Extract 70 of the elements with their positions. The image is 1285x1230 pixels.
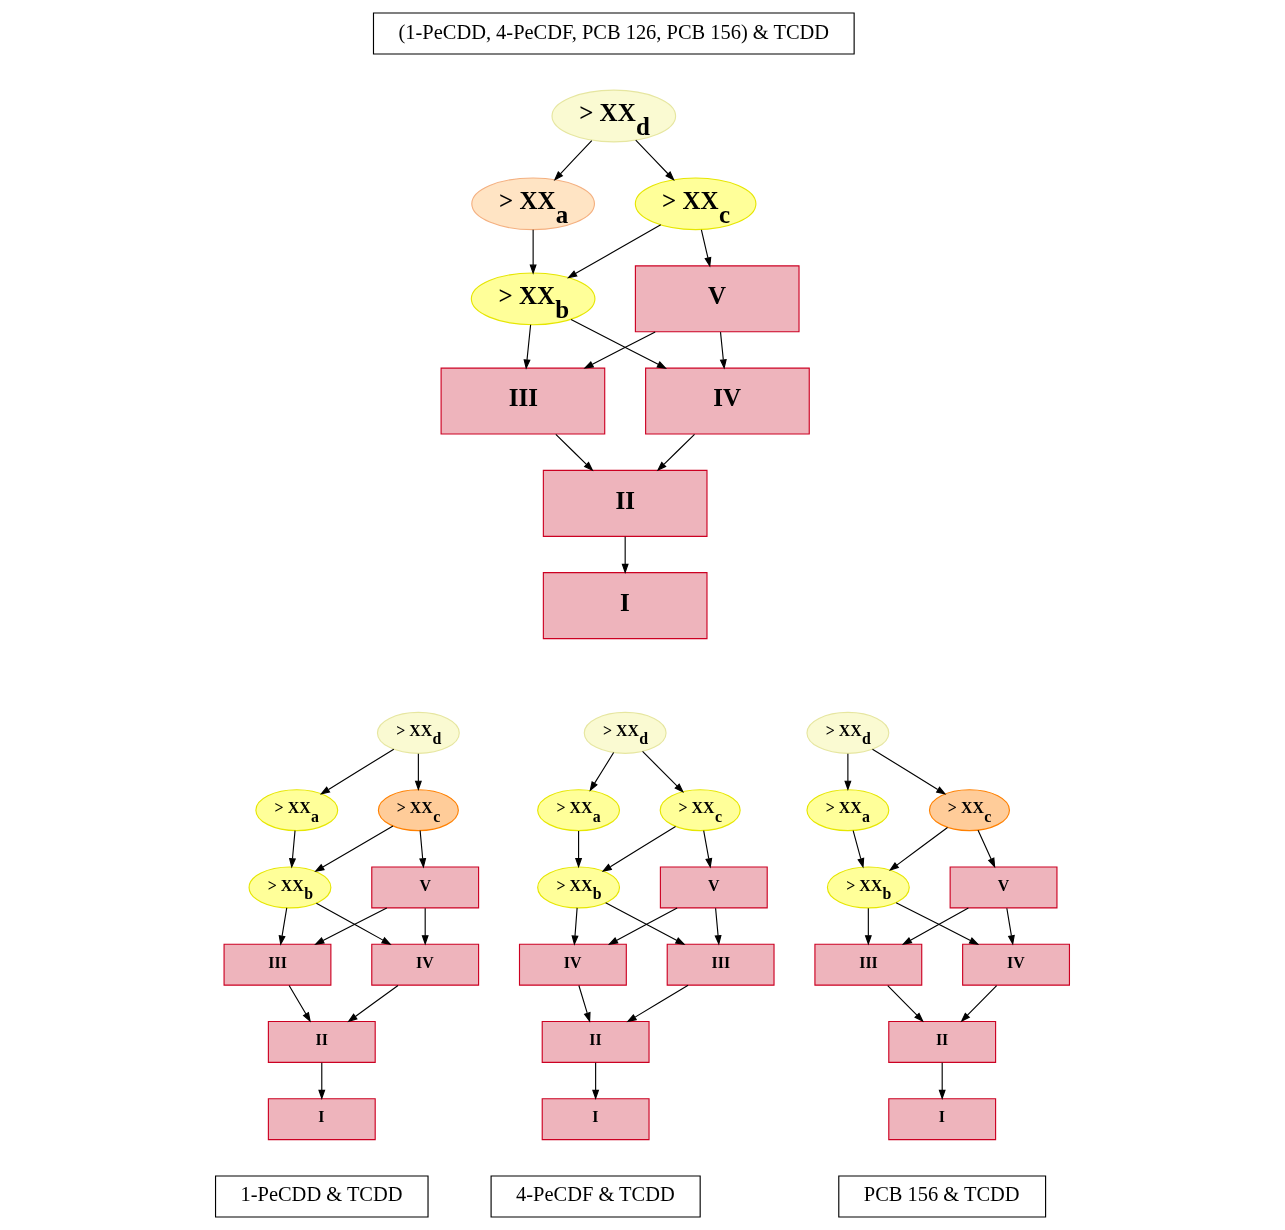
node-box: III [666,943,775,986]
node-box: IV [518,943,627,986]
arrow [621,536,629,575]
arrow [605,902,686,946]
arrow [314,825,394,873]
arrow [288,830,297,869]
arrow [347,984,399,1023]
node-box: IV [645,367,810,435]
arrow [578,984,591,1023]
arrow [278,907,288,946]
arrow [656,433,696,472]
arrow [567,224,662,279]
arrow [844,753,852,791]
arrow [553,139,593,181]
arrow [419,830,427,869]
arrow [901,907,969,945]
arrow [607,907,678,945]
node-box: V [634,265,800,333]
arrow [570,318,668,369]
arrow [288,984,311,1023]
node-box: III [440,367,606,435]
node-box: I [542,572,708,640]
arrow [888,827,949,872]
arrow [719,331,727,370]
arrow [703,830,713,869]
arrow [529,229,537,275]
node-box: PCB 156 & TCDD [838,1175,1047,1218]
arrow [871,748,947,795]
node-box: V [949,866,1058,909]
arrow [887,984,924,1023]
node-box: II [542,469,708,537]
arrow [523,324,532,370]
arrow [601,825,677,873]
arrow [1006,907,1015,946]
arrow [592,1062,600,1100]
arrow [938,1062,946,1100]
arrow [414,753,422,791]
node-box: V [659,866,768,909]
node-box: 4-PeCDF & TCDD [490,1175,701,1218]
node-box: II [888,1020,997,1063]
node-box: IV [371,943,480,986]
arrow [575,830,583,869]
arrow [421,907,429,946]
arrow [555,433,594,472]
node-box: III [223,943,332,986]
node-box: I [541,1098,650,1141]
node-box: I [267,1098,376,1141]
arrow [960,984,998,1023]
arrow [571,907,579,946]
arrow [700,229,712,268]
arrow [852,830,865,869]
node-box: II [541,1020,650,1063]
node-box: V [371,866,480,909]
arrow [642,750,685,793]
node-box: III [814,943,923,986]
arrow [319,748,395,795]
arrow [635,139,675,181]
arrow [977,829,996,869]
node-box: 1-PeCDD & TCDD [215,1175,429,1218]
arrow [318,1062,326,1100]
arrow [864,907,872,946]
arrow [714,907,722,946]
arrow [626,984,689,1023]
node-box: I [888,1098,997,1141]
arrow [895,902,980,945]
node-box: II [267,1020,376,1063]
arrow [583,331,656,369]
arrow [589,752,615,792]
node-box: IV [962,943,1070,986]
node-box: (1-PeCDD, 4-PeCDF, PCB 126, PCB 156) & TCDD [372,12,855,55]
